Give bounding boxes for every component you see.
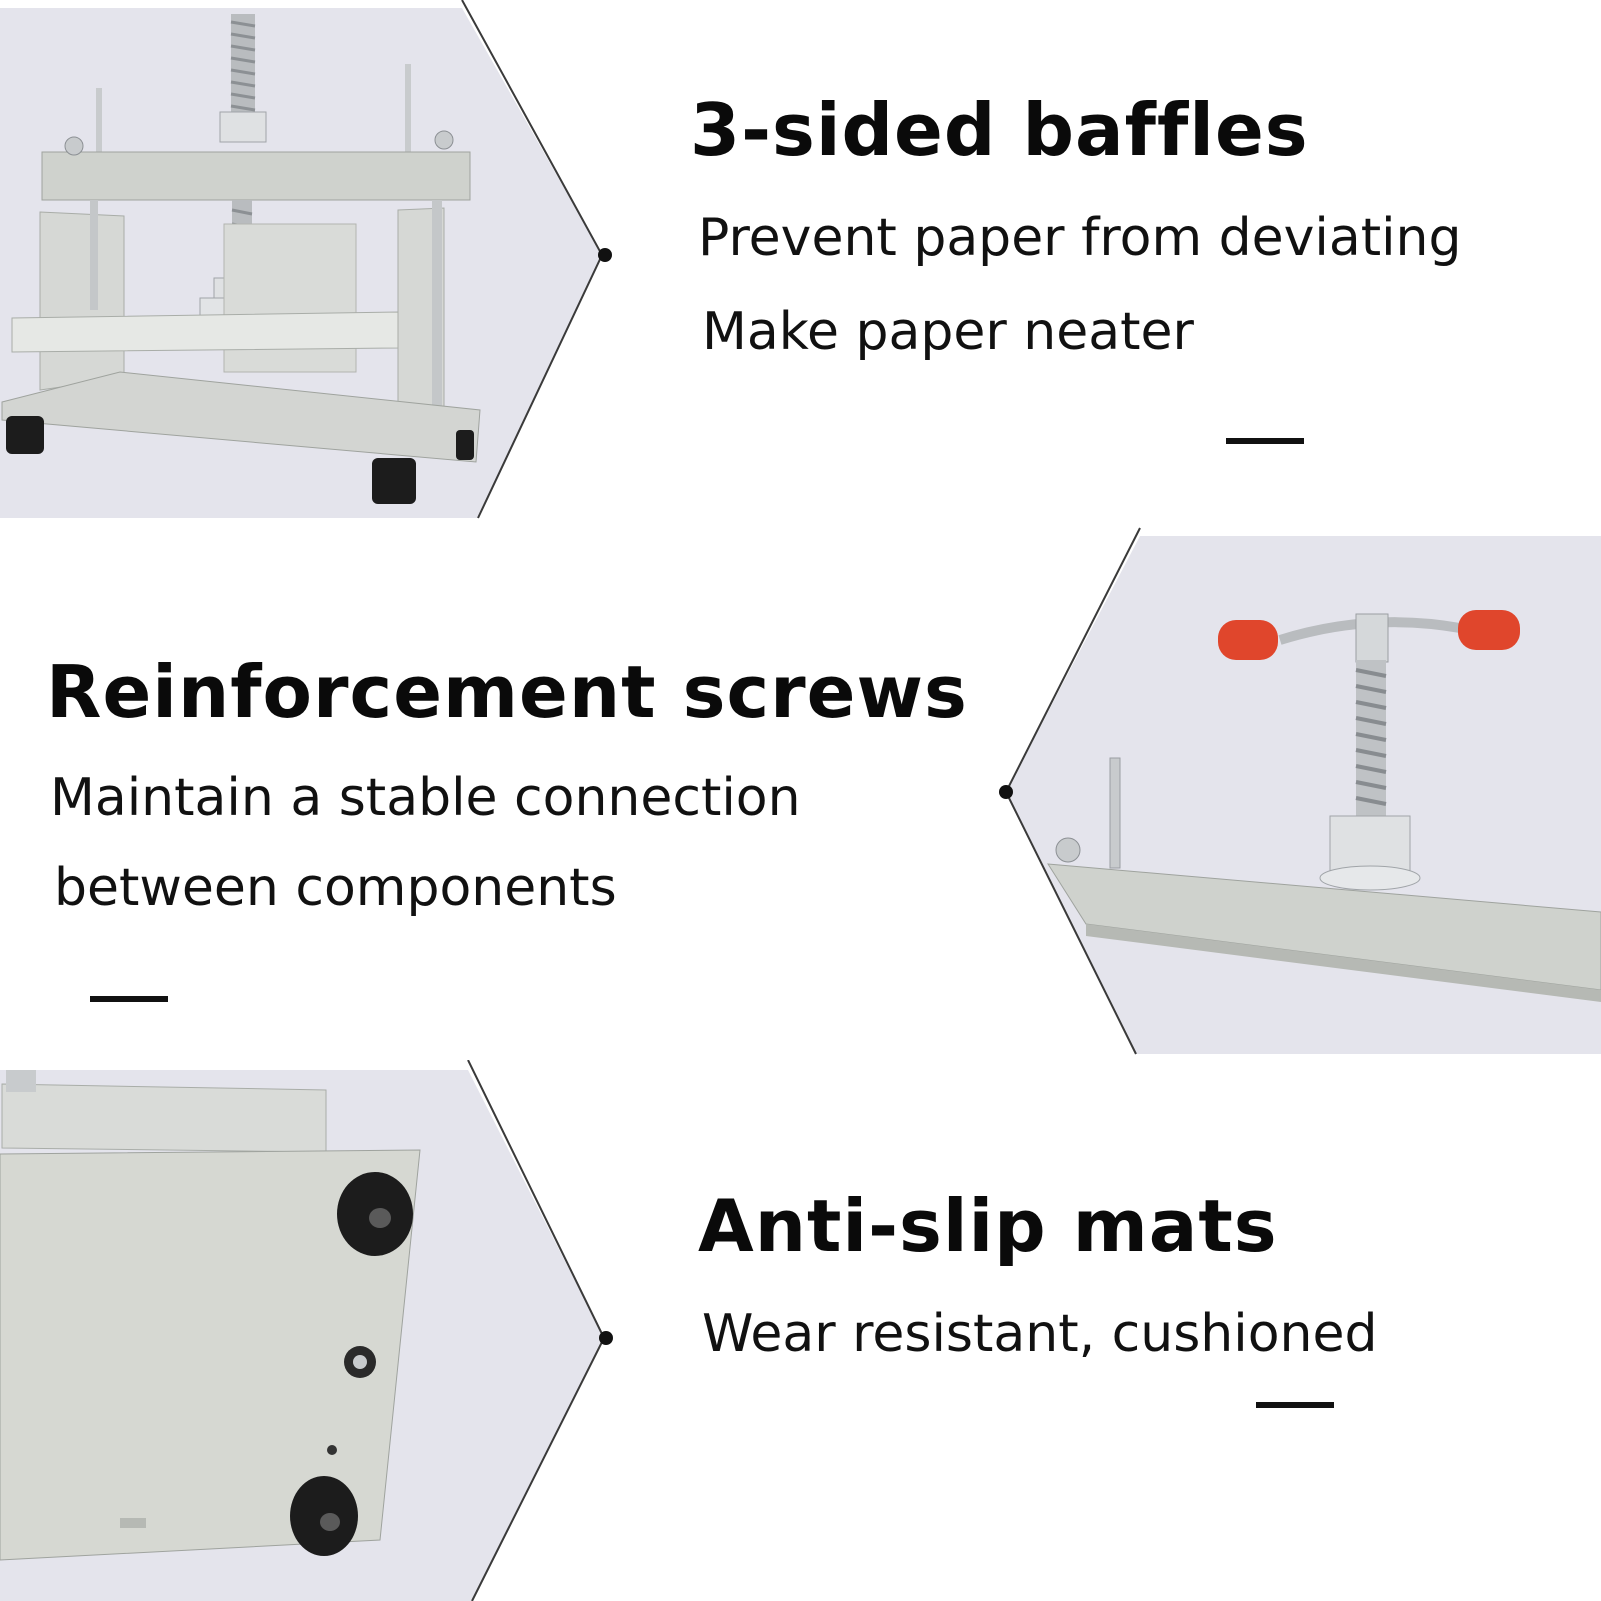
mats-divider (1256, 1402, 1334, 1408)
base-feet-photo (0, 1060, 620, 1601)
mats-title: Anti-slip mats (698, 1184, 1278, 1268)
baffles-title: 3-sided baffles (690, 88, 1309, 172)
screws-divider (90, 996, 168, 1002)
feature-mats: Anti-slip mats Wear resistant, cushioned (0, 1060, 1601, 1601)
mats-line-1: Wear resistant, cushioned (702, 1304, 1378, 1364)
press-overview-photo (0, 0, 620, 520)
screws-line-2: between components (54, 858, 617, 918)
feature-baffles: 3-sided baffles Prevent paper from devia… (0, 0, 1601, 520)
screw-handle-photo (990, 520, 1601, 1060)
screw-handle-illustration (999, 527, 1601, 1055)
screws-line-1: Maintain a stable connection (50, 768, 801, 828)
baffles-line-1: Prevent paper from deviating (698, 208, 1462, 268)
press-overview-illustration (0, 0, 612, 519)
feature-screws: Reinforcement screws Maintain a stable c… (0, 520, 1601, 1060)
screws-title: Reinforcement screws (46, 650, 968, 734)
baffles-line-2: Make paper neater (702, 302, 1194, 362)
base-feet-illustration (0, 1060, 613, 1601)
baffles-divider (1226, 438, 1304, 444)
